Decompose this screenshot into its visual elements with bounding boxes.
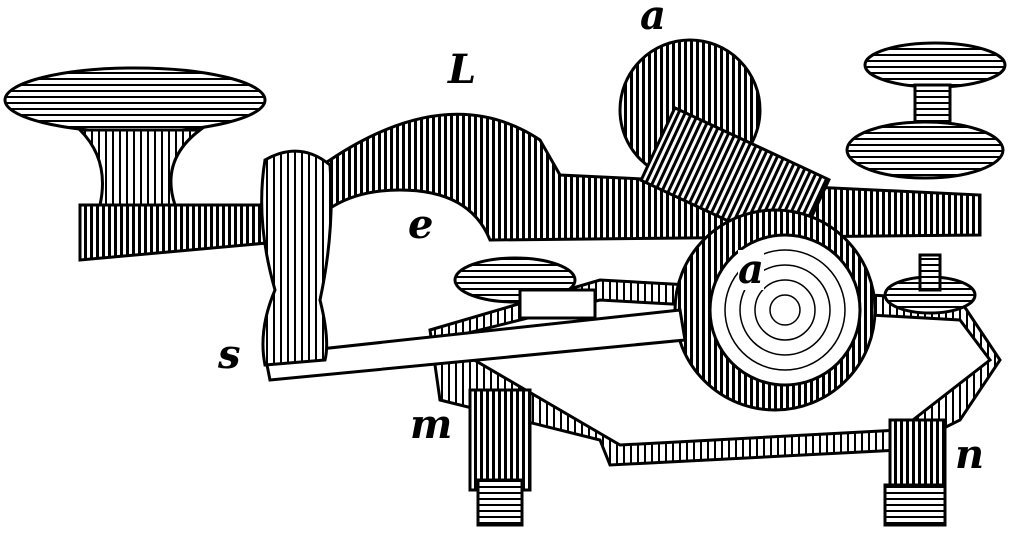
knob-top [3, 66, 267, 134]
label-terminal-m: m [410, 401, 453, 448]
label-adjust-top: a [640, 0, 666, 39]
label-adjust-wheel: a [738, 246, 764, 293]
label-spring: e [408, 201, 434, 248]
label-terminal-n: n [955, 431, 985, 478]
label-lever: L [448, 46, 477, 93]
switch-handle [260, 149, 333, 367]
label-switch: s [218, 331, 241, 378]
knob-stem [76, 128, 205, 207]
terminal-m [468, 388, 532, 492]
terminal-n [888, 418, 947, 497]
switch-bar [263, 308, 687, 382]
